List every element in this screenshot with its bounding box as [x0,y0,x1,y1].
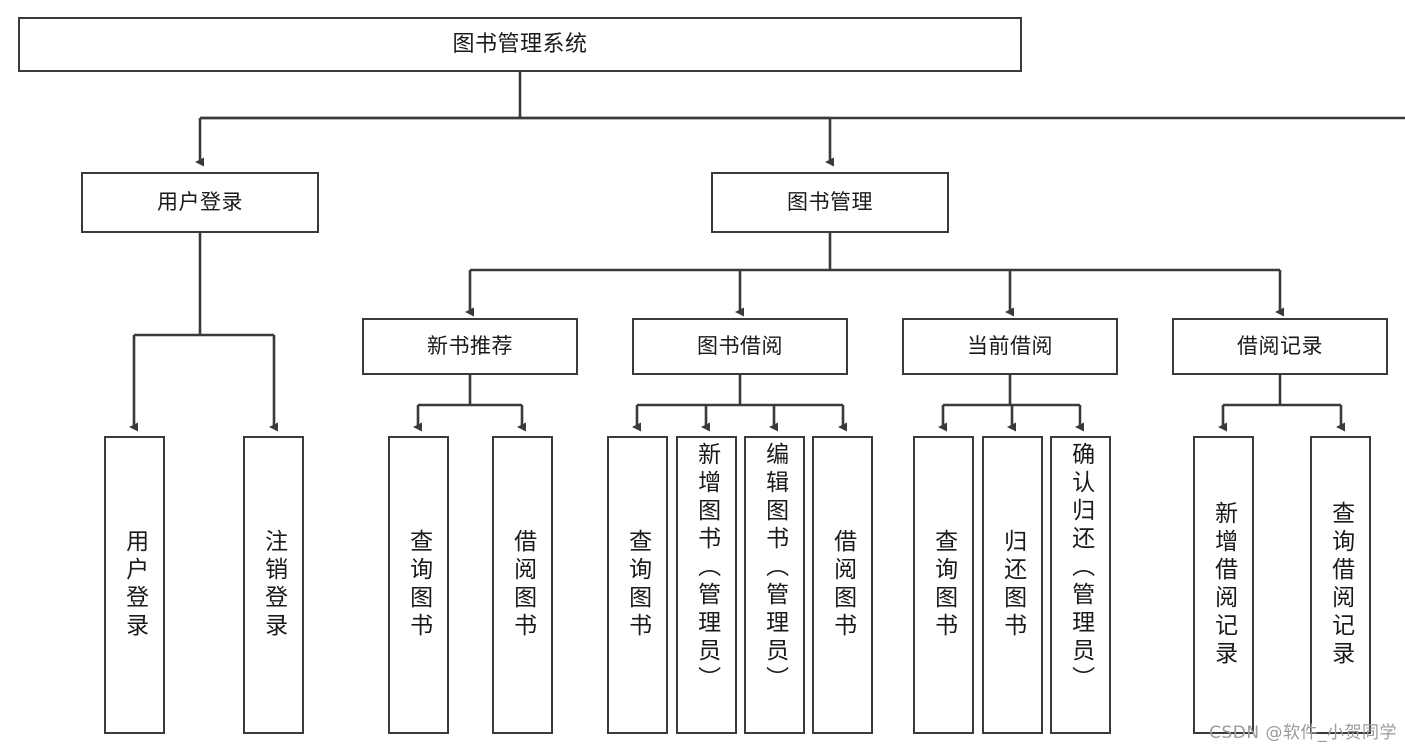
node-label: 新书推荐 [427,334,513,359]
node-book-management[interactable]: 图书管理 [711,172,949,233]
node-label: 用户登录 [121,529,148,641]
node-label: 归还图书 [999,529,1026,641]
leaf-borrow-add-book-admin[interactable]: 新增图书（管理员） [676,436,737,734]
leaf-records-add-record[interactable]: 新增借阅记录 [1193,436,1254,734]
leaf-current-query-book[interactable]: 查询图书 [913,436,974,734]
node-root-system[interactable]: 图书管理系统 [18,17,1022,72]
node-label: 图书管理 [787,190,873,215]
leaf-borrow-edit-book-admin[interactable]: 编辑图书（管理员） [744,436,805,734]
node-label: 查询图书 [624,529,651,641]
node-label: 用户登录 [157,190,243,215]
node-label: 查询图书 [405,529,432,641]
leaf-user-login-signin[interactable]: 用户登录 [104,436,165,734]
node-label: 借阅图书 [829,529,856,641]
node-new-book-recommend[interactable]: 新书推荐 [362,318,578,375]
leaf-borrow-borrow-book[interactable]: 借阅图书 [812,436,873,734]
node-label: 当前借阅 [967,334,1053,359]
node-borrow-records[interactable]: 借阅记录 [1172,318,1388,375]
node-label: 新增借阅记录 [1210,501,1237,669]
node-label: 借阅记录 [1237,334,1323,359]
watermark-text: CSDN @软件_小贺同学 [1209,723,1397,743]
leaf-records-query-record[interactable]: 查询借阅记录 [1310,436,1371,734]
node-book-borrow[interactable]: 图书借阅 [632,318,848,375]
node-label: 查询图书 [930,529,957,641]
node-label: 图书借阅 [697,334,783,359]
node-label: 编辑图书（管理员） [761,442,788,694]
leaf-borrow-query-book[interactable]: 查询图书 [607,436,668,734]
node-label: 确认归还（管理员） [1067,442,1094,694]
node-label: 借阅图书 [509,529,536,641]
node-current-borrow[interactable]: 当前借阅 [902,318,1118,375]
node-label: 图书管理系统 [452,31,588,57]
leaf-current-return-book[interactable]: 归还图书 [982,436,1043,734]
node-label: 新增图书（管理员） [693,442,720,694]
node-user-login[interactable]: 用户登录 [81,172,319,233]
node-label: 查询借阅记录 [1327,501,1354,669]
leaf-current-confirm-return-admin[interactable]: 确认归还（管理员） [1050,436,1111,734]
leaf-new-book-query[interactable]: 查询图书 [388,436,449,734]
node-label: 注销登录 [260,529,287,641]
leaf-new-book-borrow[interactable]: 借阅图书 [492,436,553,734]
leaf-user-login-signout[interactable]: 注销登录 [243,436,304,734]
